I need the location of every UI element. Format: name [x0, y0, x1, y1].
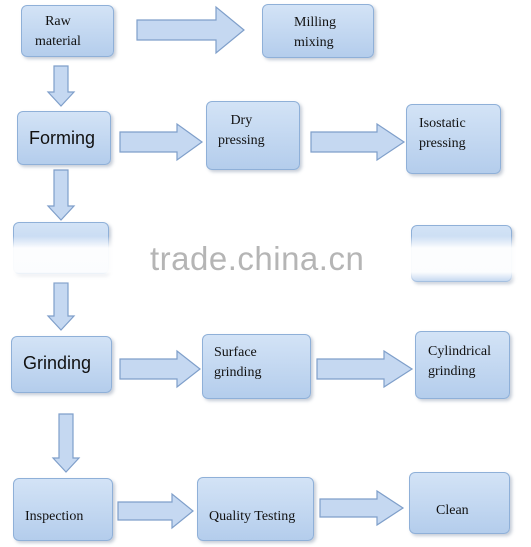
label-cylindrical-grinding: Cylindrical grinding [428, 344, 491, 379]
label-surface-grinding: Surface grinding [214, 345, 262, 380]
label-inspection: Inspection [25, 509, 84, 524]
arrow-forming-to-dry [119, 122, 204, 162]
arrow-dry-to-isostatic [310, 122, 406, 162]
arrow-raw-to-milling [136, 5, 245, 55]
box-grinding [11, 336, 112, 393]
label-dry-pressing: Dry pressing [218, 113, 265, 148]
label-grinding: Grinding [23, 353, 92, 373]
box-dry-pressing [206, 101, 300, 170]
box-clean [409, 472, 510, 534]
label-quality-testing: Quality Testing [209, 509, 296, 524]
box-milling-mixing [262, 4, 374, 58]
arrow-to-grinding [46, 282, 76, 331]
box-isostatic-pressing [406, 104, 501, 174]
arrow-grinding-to-inspection [51, 413, 81, 473]
arrow-quality-to-clean [319, 489, 405, 527]
label-raw-material: Raw material [35, 14, 81, 49]
box-raw-material [21, 5, 114, 57]
arrow-inspection-to-quality [117, 492, 194, 530]
box-forming [17, 111, 111, 165]
box-cylindrical-grinding [415, 331, 510, 399]
watermark-band [0, 236, 531, 284]
label-forming: Forming [29, 128, 96, 148]
arrow-forming-to-next [46, 169, 76, 221]
box-inspection [13, 478, 113, 541]
arrow-grinding-to-surface [119, 349, 201, 389]
box-surface-grinding [202, 334, 311, 399]
label-isostatic-pressing: Isostatic pressing [419, 116, 466, 151]
watermark-text: trade.china.cn [150, 240, 365, 277]
arrow-raw-to-forming [46, 65, 76, 107]
label-milling-mixing: Milling mixing [294, 15, 337, 50]
label-clean: Clean [436, 503, 469, 518]
box-quality-testing [197, 477, 314, 541]
arrow-surface-to-cylindrical [316, 349, 414, 389]
